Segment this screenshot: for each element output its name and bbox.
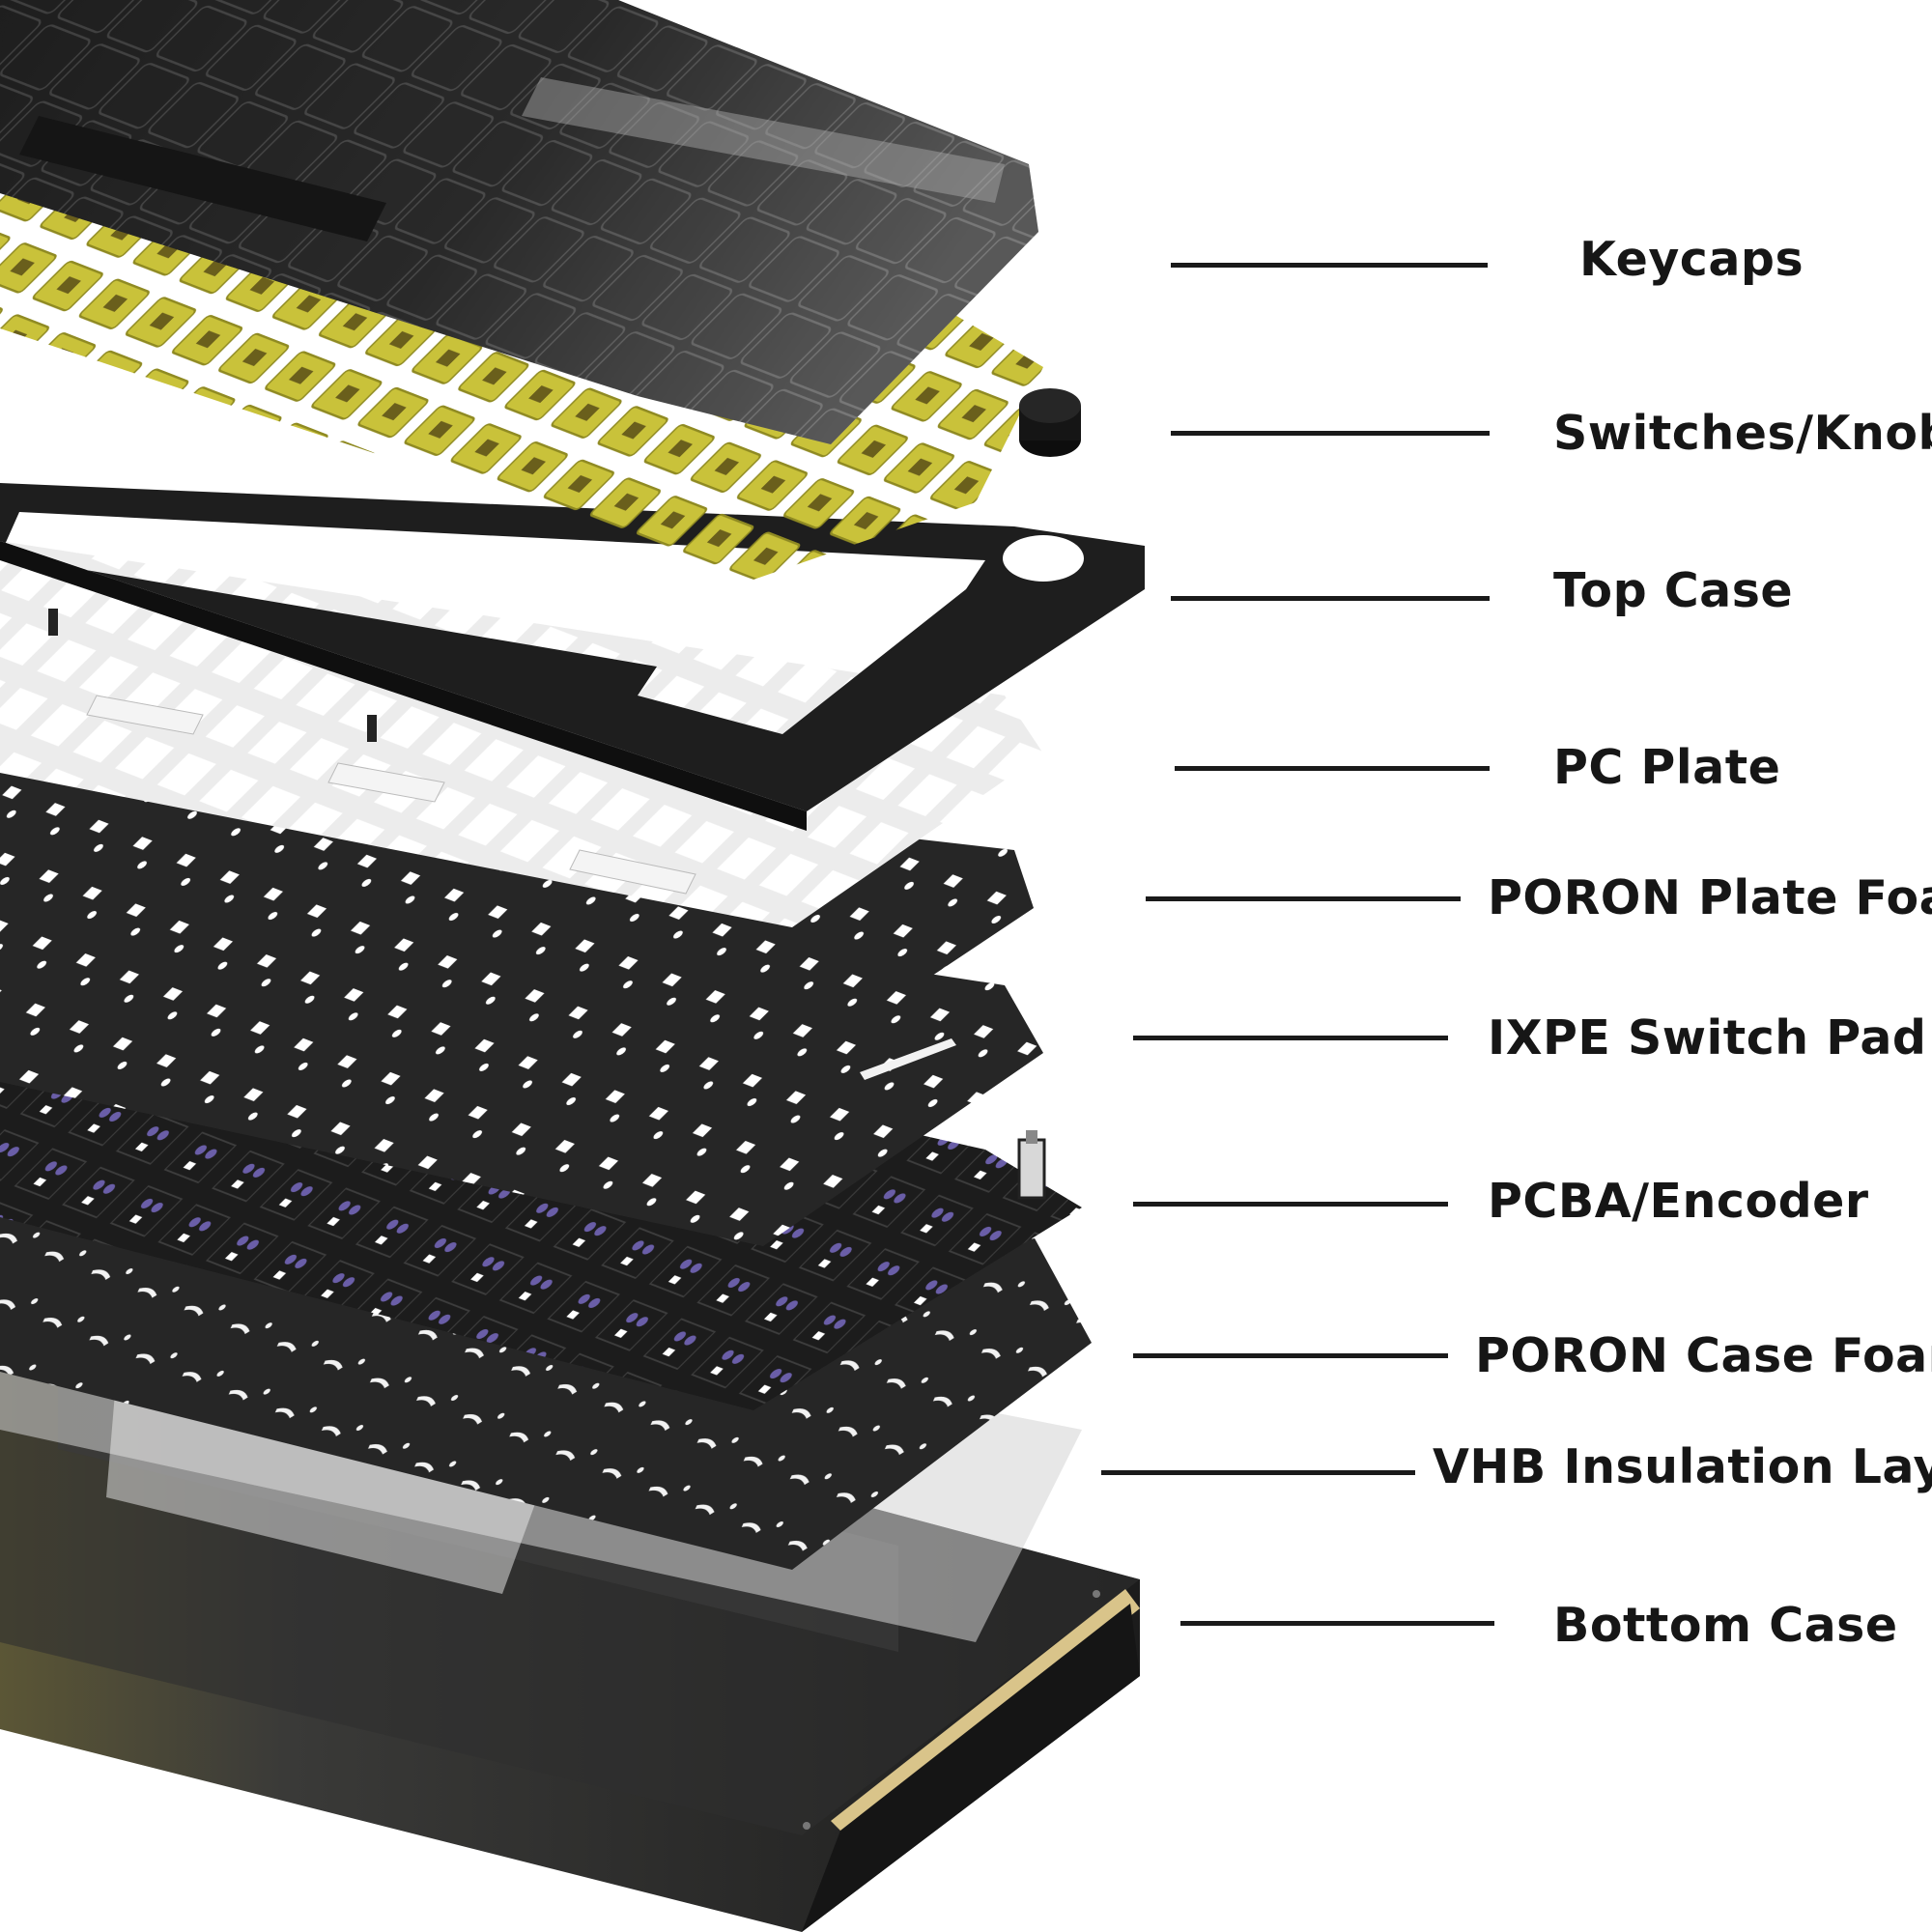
leader-poron-plate-foam (1146, 896, 1461, 901)
leader-pc-plate (1175, 766, 1490, 771)
leader-ixpe-switch-pad (1133, 1036, 1448, 1040)
leader-poron-case-foam (1133, 1353, 1448, 1358)
label-pcba-encoder: PCBA/Encoder (1488, 1174, 1869, 1229)
label-ixpe-switch-pad: IXPE Switch Pad (1488, 1010, 1927, 1065)
label-poron-plate-foam: PORON Plate Foam (1488, 870, 1932, 925)
label-bottom-case: Bottom Case (1553, 1598, 1898, 1653)
leader-vhb-insulation (1101, 1470, 1415, 1475)
leader-keycaps (1171, 263, 1488, 268)
leader-pcba-encoder (1133, 1202, 1448, 1207)
keycaps-layer (0, 0, 1038, 444)
label-switches-knob: Switches/Knob (1553, 406, 1932, 461)
label-top-case: Top Case (1553, 563, 1794, 618)
label-pc-plate: PC Plate (1553, 740, 1781, 795)
top-case-layer (0, 483, 1145, 831)
leader-bottom-case (1180, 1621, 1494, 1626)
label-poron-case-foam: PORON Case Foam (1475, 1328, 1932, 1383)
leader-switches-knob (1171, 431, 1490, 436)
label-vhb-insulation: VHB Insulation Layer (1433, 1439, 1932, 1494)
label-keycaps: Keycaps (1579, 232, 1804, 287)
leader-top-case (1171, 596, 1490, 601)
